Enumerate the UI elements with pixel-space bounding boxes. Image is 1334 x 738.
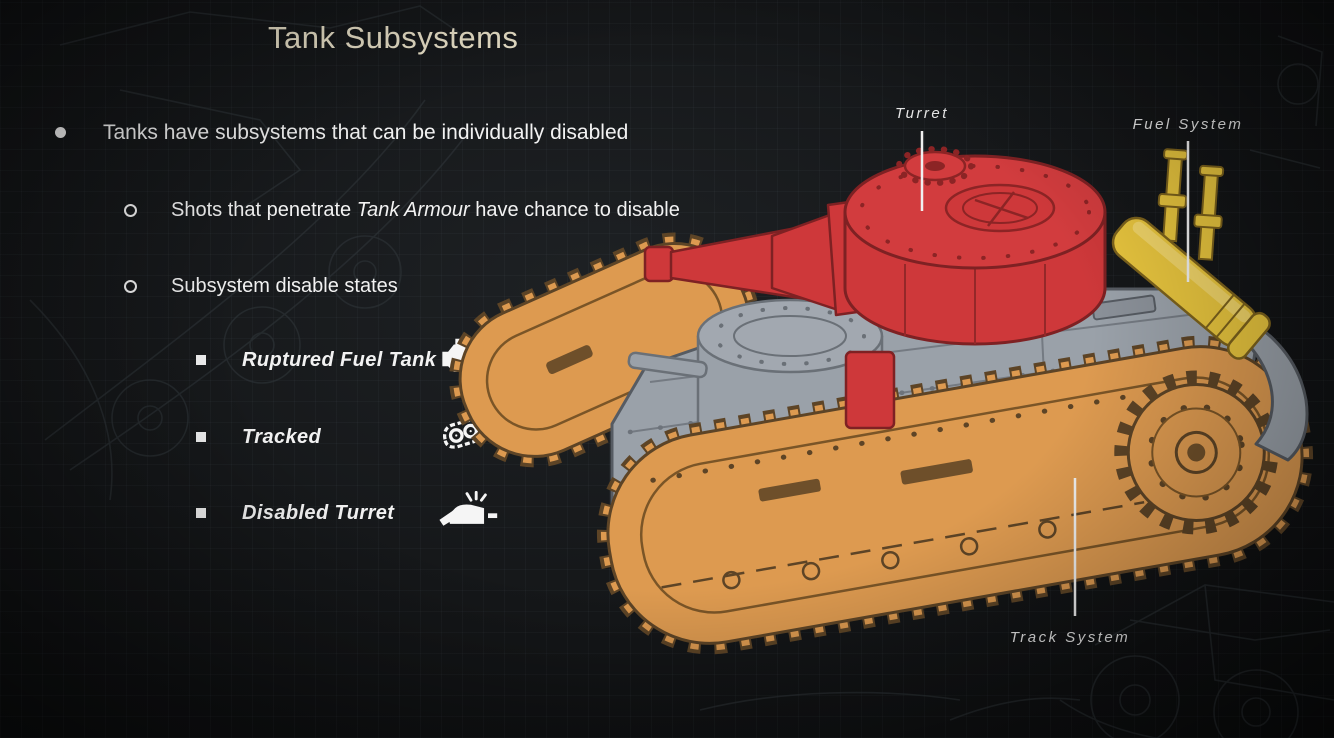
callout-fuel-system-label: Fuel System	[1133, 116, 1244, 133]
callout-turret-label: Turret	[895, 105, 949, 122]
callout-track-system-label: Track System	[1010, 629, 1131, 646]
